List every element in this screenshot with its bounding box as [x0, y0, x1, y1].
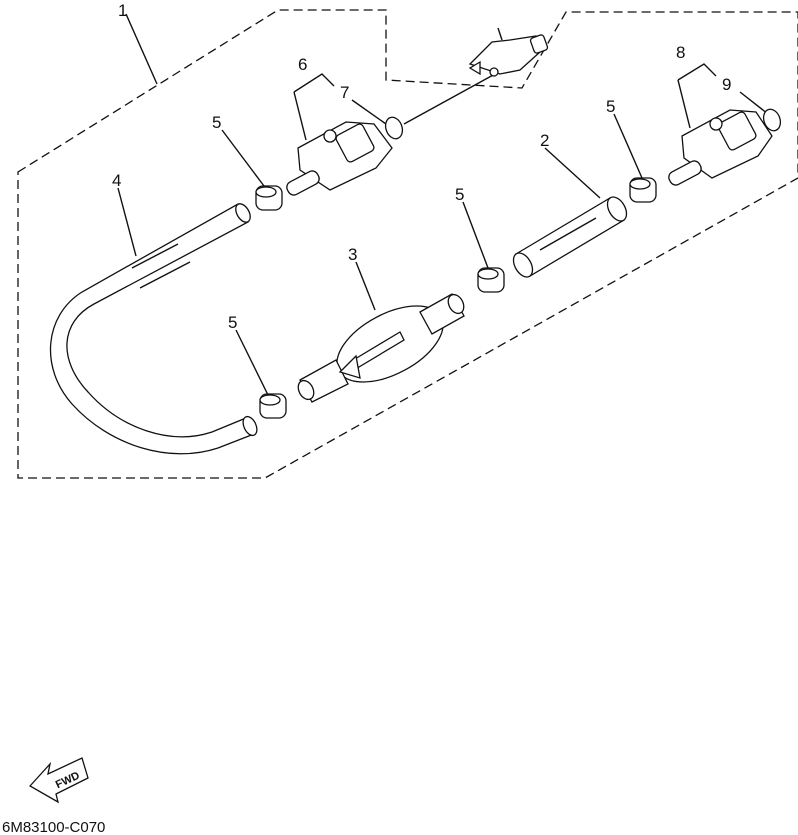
callout-5-bottom: 5 [228, 313, 237, 332]
clamp-5-mid [477, 267, 505, 293]
callout-9: 9 [722, 75, 731, 94]
leader-lines [117, 13, 769, 396]
callout-5-right: 5 [606, 97, 615, 116]
callout-7: 7 [340, 83, 349, 102]
o-ring-7 [384, 116, 404, 140]
fwd-arrow: FWD [28, 757, 89, 804]
clamp-5-top [255, 185, 283, 211]
clamp-5-bottom [259, 393, 287, 419]
callout-5-top: 5 [212, 113, 221, 132]
callout-3: 3 [348, 245, 357, 264]
assembly-outline [17, 9, 798, 479]
hose-4 [49, 203, 258, 455]
hose-2 [512, 196, 628, 278]
callout-2: 2 [540, 131, 549, 150]
primer-bulb-3 [297, 293, 465, 403]
callout-6: 6 [298, 55, 307, 74]
drawing-code: 6M83100-C070 [2, 819, 105, 835]
callout-8: 8 [676, 43, 685, 62]
callout-4: 4 [112, 171, 121, 190]
clamp-5-right [629, 177, 657, 203]
tank-connector [468, 27, 549, 77]
o-ring-9 [762, 108, 782, 132]
connector-6 [286, 121, 393, 196]
callout-5-mid: 5 [455, 185, 464, 204]
callout-1: 1 [118, 1, 127, 20]
connector-8 [668, 109, 773, 186]
